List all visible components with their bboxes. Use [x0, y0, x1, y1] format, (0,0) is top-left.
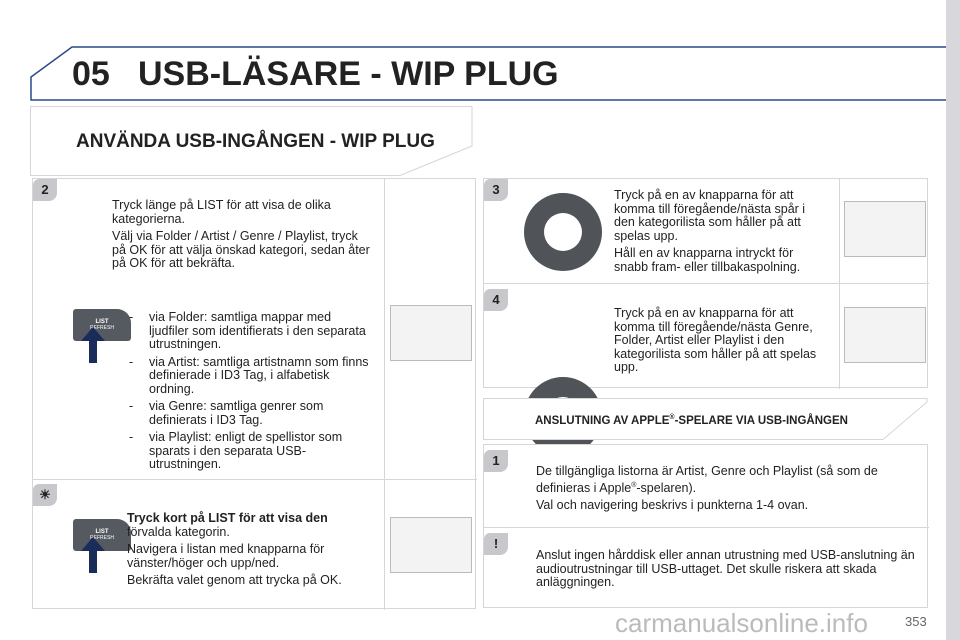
page-title: USB-LÄSARE - WIP PLUG — [138, 55, 559, 93]
lightbulb-icon: ☀ — [33, 484, 57, 506]
radio-panel-illustration — [844, 201, 926, 257]
watermark: carmanualsonline.info — [615, 608, 868, 638]
apple-panel: 1 De tillgängliga listorna är Artist, Ge… — [483, 444, 929, 608]
warning-icon: ! — [484, 533, 508, 555]
chapter-header: 05 USB-LÄSARE - WIP PLUG — [30, 46, 946, 101]
right-steps-panel: 3 Tryck på en av knapparna för att komma… — [483, 178, 929, 455]
arrow-up-icon — [81, 327, 105, 363]
page-number: 353 — [905, 614, 927, 629]
warning-text: Anslut ingen hårddisk eller annan utrust… — [536, 548, 915, 589]
step-badge: 1 — [484, 450, 508, 472]
radio-panel-illustration — [390, 305, 472, 361]
radio-panel-illustration — [844, 307, 926, 363]
step-badge: 2 — [33, 179, 57, 201]
step2-bullets: -via Folder: samtliga mappar med ljudfil… — [129, 310, 369, 471]
section-title: ANVÄNDA USB-INGÅNGEN - WIP PLUG — [76, 131, 435, 152]
radio-panel-illustration — [390, 517, 472, 573]
apple-section-title: ANSLUTNING AV APPLE®-SPELARE VIA USB-ING… — [535, 414, 848, 427]
apple-info: De tillgängliga listorna är Artist, Genr… — [536, 464, 878, 513]
step2-intro: Tryck länge på LIST för att visa de olik… — [112, 198, 370, 270]
page-edge-strip — [946, 0, 960, 640]
left-panel: 2 Tryck länge på LIST för att visa de ol… — [32, 178, 477, 610]
step-badge: 3 — [484, 179, 508, 201]
step4-text: Tryck på en av knapparna för att komma t… — [614, 306, 817, 374]
chapter-number: 05 — [72, 55, 110, 93]
section-header: ANVÄNDA USB-INGÅNGEN - WIP PLUG — [30, 106, 475, 176]
arrow-up-icon — [81, 537, 105, 573]
dpad-illustration — [524, 193, 602, 271]
apple-section-header: ANSLUTNING AV APPLE®-SPELARE VIA USB-ING… — [483, 398, 928, 440]
step3-text: Tryck på en av knapparna för att komma t… — [614, 188, 806, 274]
step-badge: 4 — [484, 289, 508, 311]
